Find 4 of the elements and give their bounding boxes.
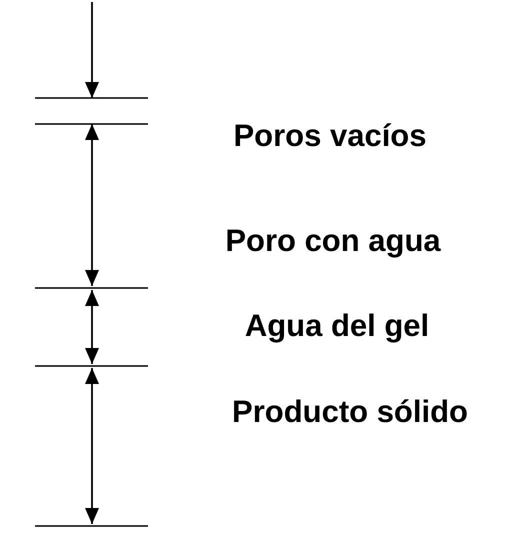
layer-label: Agua del gel [244, 308, 430, 344]
layer-label: Poros vacíos [234, 118, 426, 154]
layer-label: Producto sólido [232, 394, 468, 430]
layer-label: Poro con agua [225, 223, 441, 259]
